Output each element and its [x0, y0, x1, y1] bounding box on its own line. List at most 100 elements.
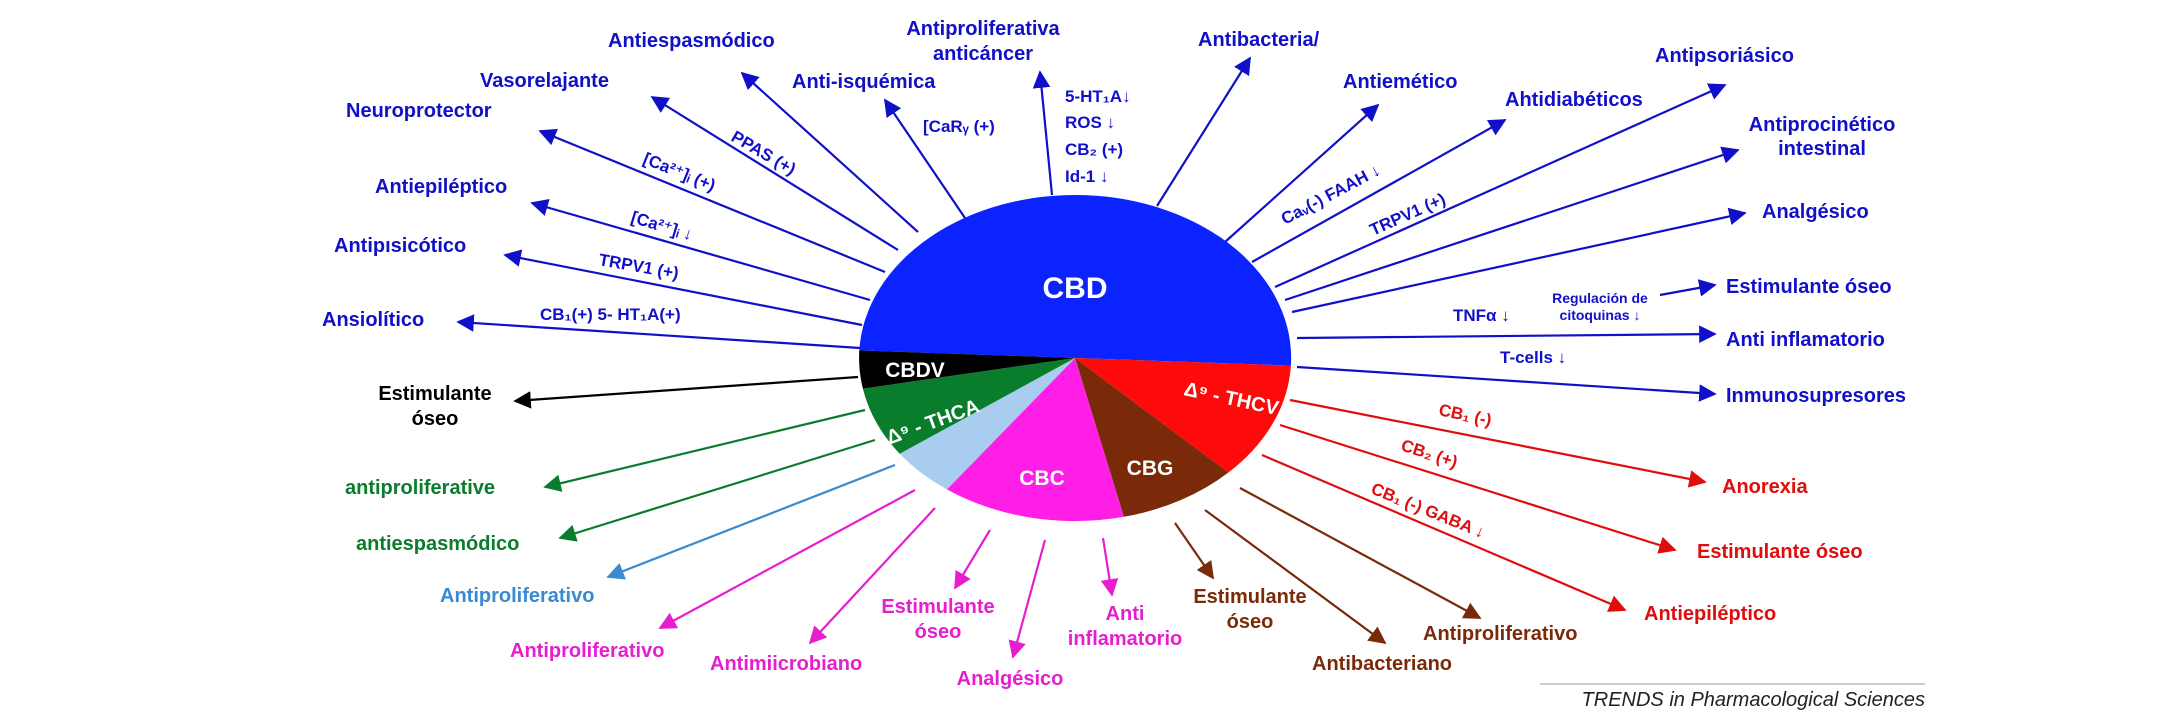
effect-estimulante-black: Estimulante: [378, 383, 491, 405]
mech-cb1-gaba: CB₁ (-) GABA ↓: [1369, 479, 1488, 542]
cbc-arrows: [658, 489, 1119, 659]
arrow-antiproliferativa: [1032, 70, 1054, 196]
effect-estimulante-oseo-red: Estimulante óseo: [1697, 541, 1863, 563]
slice-light-blue: [899, 358, 1075, 490]
cbg-effects: Estimulante óseo Antibacteriano Antiprol…: [1193, 586, 1577, 675]
arrow-antidiabeticos: [1251, 119, 1507, 263]
effect-vasorelajante: Vasorelajante: [480, 70, 609, 92]
arrow-antibacteria: [1156, 56, 1251, 207]
thca-effects: antiproliferative antiespasmódico: [345, 477, 519, 555]
slice-label-cbg: CBG: [1127, 457, 1174, 480]
slice-label-cbc: CBC: [1019, 467, 1065, 490]
effect-antipsicotico: Antipısicótico: [334, 235, 466, 257]
arrow-antiepileptico-red: [1261, 453, 1627, 612]
mech-5ht1a: 5-HT₁A↓: [1065, 87, 1131, 106]
arrow-antiepileptico: [530, 198, 871, 302]
cbd-effects: Ansiolítico Antipısicótico Antiepiléptic…: [322, 18, 1906, 407]
arrow-vasorelajante: [650, 96, 899, 251]
slice-cbc: [946, 358, 1124, 522]
mech-citoquinas: citoquinas ↓: [1560, 307, 1641, 323]
arrow-estimulante-oseo: [1659, 279, 1717, 297]
mech-tnfa: TNFα ↓: [1453, 306, 1510, 325]
effect-antiepileptico: Antiepiléptico: [375, 176, 507, 198]
effect-antiepileptico-red: Antiepiléptico: [1644, 603, 1776, 625]
arrow-estimulante-brown: [1174, 522, 1215, 580]
effect-antiproliferativa: Antiproliferativa: [906, 18, 1060, 40]
effect-analgesico-magenta: Analgésico: [957, 668, 1064, 690]
mech-regulacion: Regulación de: [1552, 290, 1648, 306]
effect-anorexia: Anorexia: [1722, 476, 1808, 498]
cytokine-regulation: Regulación de citoquinas ↓: [1552, 290, 1648, 323]
effect-estimulante-magenta: Estimulante: [881, 596, 994, 618]
effect-ansiolitico: Ansiolítico: [322, 309, 424, 331]
mech-ca-down: [Ca²⁺]ᵢ ↓: [629, 208, 695, 245]
effect-oseo-brown: óseo: [1227, 611, 1274, 633]
effect-antibacteria: Antibacteria/: [1198, 29, 1320, 51]
arrow-antipsicotico: [503, 249, 863, 327]
arrow-neuroprotector: [538, 128, 886, 274]
effect-antipsoriasico: Antipsoriásico: [1655, 45, 1794, 67]
arrow-estimulante-oseo-red: [1279, 423, 1677, 554]
mech-car: [CaRᵧ (+): [923, 117, 995, 136]
thcv-effects: Anorexia Estimulante óseo Antiepiléptico: [1644, 476, 1863, 625]
arrow-analgesico: [1291, 207, 1747, 314]
slice-label-cbd: CBD: [1043, 272, 1108, 305]
effect-oseo-black: óseo: [412, 408, 459, 430]
effect-inmunosupresores: Inmunosupresores: [1726, 385, 1906, 407]
arrow-antiproliferativo-brown: [1239, 487, 1482, 619]
effect-intestinal: intestinal: [1778, 138, 1866, 160]
effect-inflamatorio-magenta: inflamatorio: [1068, 628, 1182, 650]
effect-antidiabeticos: Ahtidiabéticos: [1505, 89, 1643, 111]
cbdv-effects: Estimulante óseo: [378, 383, 491, 430]
arrow-antiproliferative: [543, 408, 866, 492]
slice-label-cbdv: CBDV: [885, 359, 945, 382]
arrow-antiprocinetico: [1284, 146, 1740, 302]
slice-cbdv: [859, 350, 1075, 389]
effect-antiproliferativo-steel: Antiproliferativo: [440, 585, 594, 607]
slice-cbd: [859, 194, 1292, 366]
effect-antiespasmodico: Antiespasmódico: [608, 30, 775, 52]
arrow-estimulante-magenta: [954, 529, 991, 590]
effect-oseo-magenta: óseo: [915, 621, 962, 643]
arrow-analgesico-magenta: [1008, 539, 1047, 659]
arrow-ansiolitico: [456, 314, 861, 350]
arrow-anorexia: [1289, 398, 1707, 488]
effect-antiemetico: Antiemético: [1343, 71, 1457, 93]
mech-trpv1-left: TRPV1 (+): [597, 250, 680, 283]
effect-antibacteriano: Antibacteriano: [1312, 653, 1452, 675]
effect-neuroprotector: Neuroprotector: [346, 100, 492, 122]
effect-estimulante-oseo: Estimulante óseo: [1726, 276, 1892, 298]
arrow-antiemetico: [1224, 103, 1380, 243]
effect-anticancer: anticáncer: [933, 43, 1033, 65]
slice-thcv: [1075, 358, 1291, 473]
effect-antiproliferativo-magenta: Antiproliferativo: [510, 640, 664, 662]
cbg-arrows: [1174, 487, 1482, 645]
mech-cb1-red: CB₁ (-): [1437, 400, 1493, 430]
effect-antiproliferative: antiproliferative: [345, 477, 495, 499]
arrow-cbdv-estimulante: [513, 375, 859, 409]
arrow-anti-infl-magenta: [1100, 537, 1119, 597]
effect-antimicrobiano: Antimiicrobiano: [710, 653, 862, 675]
effect-anti-magenta: Anti: [1106, 603, 1145, 625]
mech-ppas: PPAS (+): [728, 127, 799, 179]
slice-thca: [862, 358, 1075, 454]
effect-antiprocinetico: Antiprocinético: [1749, 114, 1896, 136]
effect-antiproliferativo-brown: Antiproliferativo: [1423, 623, 1577, 645]
mech-id1: Id-1 ↓: [1065, 167, 1108, 186]
cbc-effects: Antiproliferativo Antimiicrobiano Estimu…: [510, 596, 1182, 690]
arrow-antiproliferativo-steel: [606, 463, 896, 580]
effect-anti-inflamatorio: Anti inflamatorio: [1726, 329, 1885, 351]
cbd-arrows: [456, 56, 1747, 402]
effect-estimulante-brown: Estimulante: [1193, 586, 1306, 608]
arrow-antibacteriano: [1204, 509, 1387, 645]
thcv-arrows: [1261, 398, 1707, 612]
arrow-antipsoriasico: [1274, 83, 1727, 289]
effect-anti-isquemica: Anti-isquémica: [792, 71, 936, 93]
effect-analgesico: Analgésico: [1762, 201, 1869, 223]
mech-ros: ROS ↓: [1065, 113, 1115, 132]
arrow-antiproliferativo-magenta: [658, 489, 916, 629]
cannabinoid-pie: [859, 194, 1292, 522]
thcv-mechanisms: CB₁ (-) CB₂ (+) CB₁ (-) GABA ↓: [1369, 400, 1494, 542]
